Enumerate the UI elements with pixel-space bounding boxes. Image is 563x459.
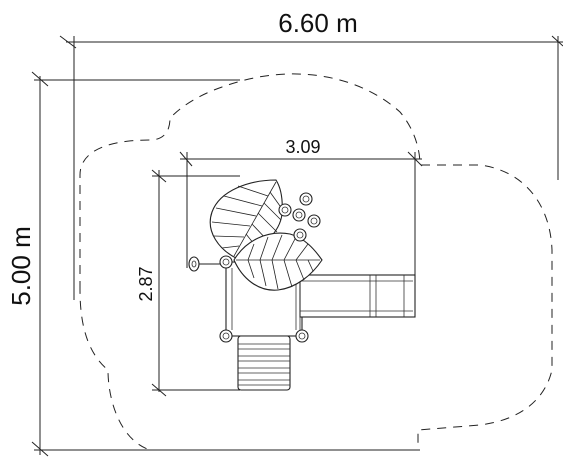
berry-3 — [292, 208, 306, 222]
leaf-lower-vein-4 — [283, 236, 297, 261]
ladder — [237, 335, 291, 391]
overall-depth-tick-top — [31, 71, 49, 87]
berry-1-inner — [302, 195, 310, 203]
overall-depth-tick-bottom — [31, 441, 49, 457]
post-bottom-left — [219, 329, 233, 343]
berry-2-inner — [281, 206, 289, 214]
overall-depth-label: 5.00 m — [6, 226, 36, 306]
equipment-depth-label: 2.87 — [136, 266, 156, 301]
leaf-lower-vein-3 — [271, 234, 283, 261]
equipment-width-tick-left — [179, 151, 193, 167]
ladder-frame — [237, 335, 291, 391]
overall-depth-dimension: 5.00 m — [6, 71, 420, 457]
leaf-upper-vein-5 — [213, 235, 245, 238]
leaf-lower-vein-5 — [295, 243, 309, 261]
post-top-left-inner — [222, 258, 230, 266]
leaf-lower-vein-7 — [259, 259, 267, 287]
leaf-lower-vein-9 — [283, 259, 293, 288]
leaf-lower-vein-10 — [295, 259, 305, 281]
berry-cluster — [278, 192, 321, 242]
steering-wheel-disc — [188, 256, 200, 272]
play-equipment — [188, 179, 416, 391]
post-bottom-left-inner — [222, 332, 230, 340]
equipment-width-label: 3.09 — [285, 137, 320, 157]
equipment-width-dimension: 3.09 — [179, 137, 423, 285]
leaf-lower-vein-8 — [271, 259, 279, 290]
overall-width-tick-left — [59, 35, 77, 49]
leaf-lower-vein-11 — [307, 259, 314, 272]
berry-4-inner — [310, 217, 318, 225]
slide-chute — [299, 274, 416, 318]
leaf-upper-vein-8 — [263, 202, 282, 221]
berry-3-inner — [295, 211, 303, 219]
berry-1 — [299, 192, 313, 206]
berry-4 — [307, 214, 321, 228]
slide — [299, 274, 416, 334]
berry-5-inner — [296, 231, 304, 239]
berry-5 — [293, 228, 307, 242]
post-bottom-right-inner — [298, 332, 306, 340]
leaf-upper-vein-3 — [215, 207, 257, 217]
leaf-roof-upper-midrib — [233, 181, 277, 257]
leaf-lower-vein-6 — [247, 259, 255, 279]
equipment-depth-dimension: 2.87 — [136, 169, 240, 397]
berry-2 — [278, 203, 292, 217]
leaf-upper-vein-9 — [257, 212, 278, 233]
leaf-roof-lower-outline — [233, 232, 323, 291]
steering-wheel-hub — [191, 260, 197, 268]
steering-wheel — [188, 256, 220, 272]
leaf-lower-vein-1 — [247, 243, 255, 261]
leaf-roof-lower — [233, 232, 323, 291]
leaf-upper-vein-2 — [223, 195, 263, 207]
post-top-left — [219, 255, 233, 269]
leaf-upper-vein-4 — [211, 221, 251, 227]
leaf-upper-vein-7 — [269, 191, 281, 207]
overall-width-label: 6.60 m — [278, 8, 358, 38]
leaf-upper-vein-1 — [237, 185, 269, 197]
post-bottom-right — [295, 329, 309, 343]
leaf-lower-vein-2 — [259, 236, 269, 261]
leaf-upper-vein-6 — [221, 245, 240, 249]
